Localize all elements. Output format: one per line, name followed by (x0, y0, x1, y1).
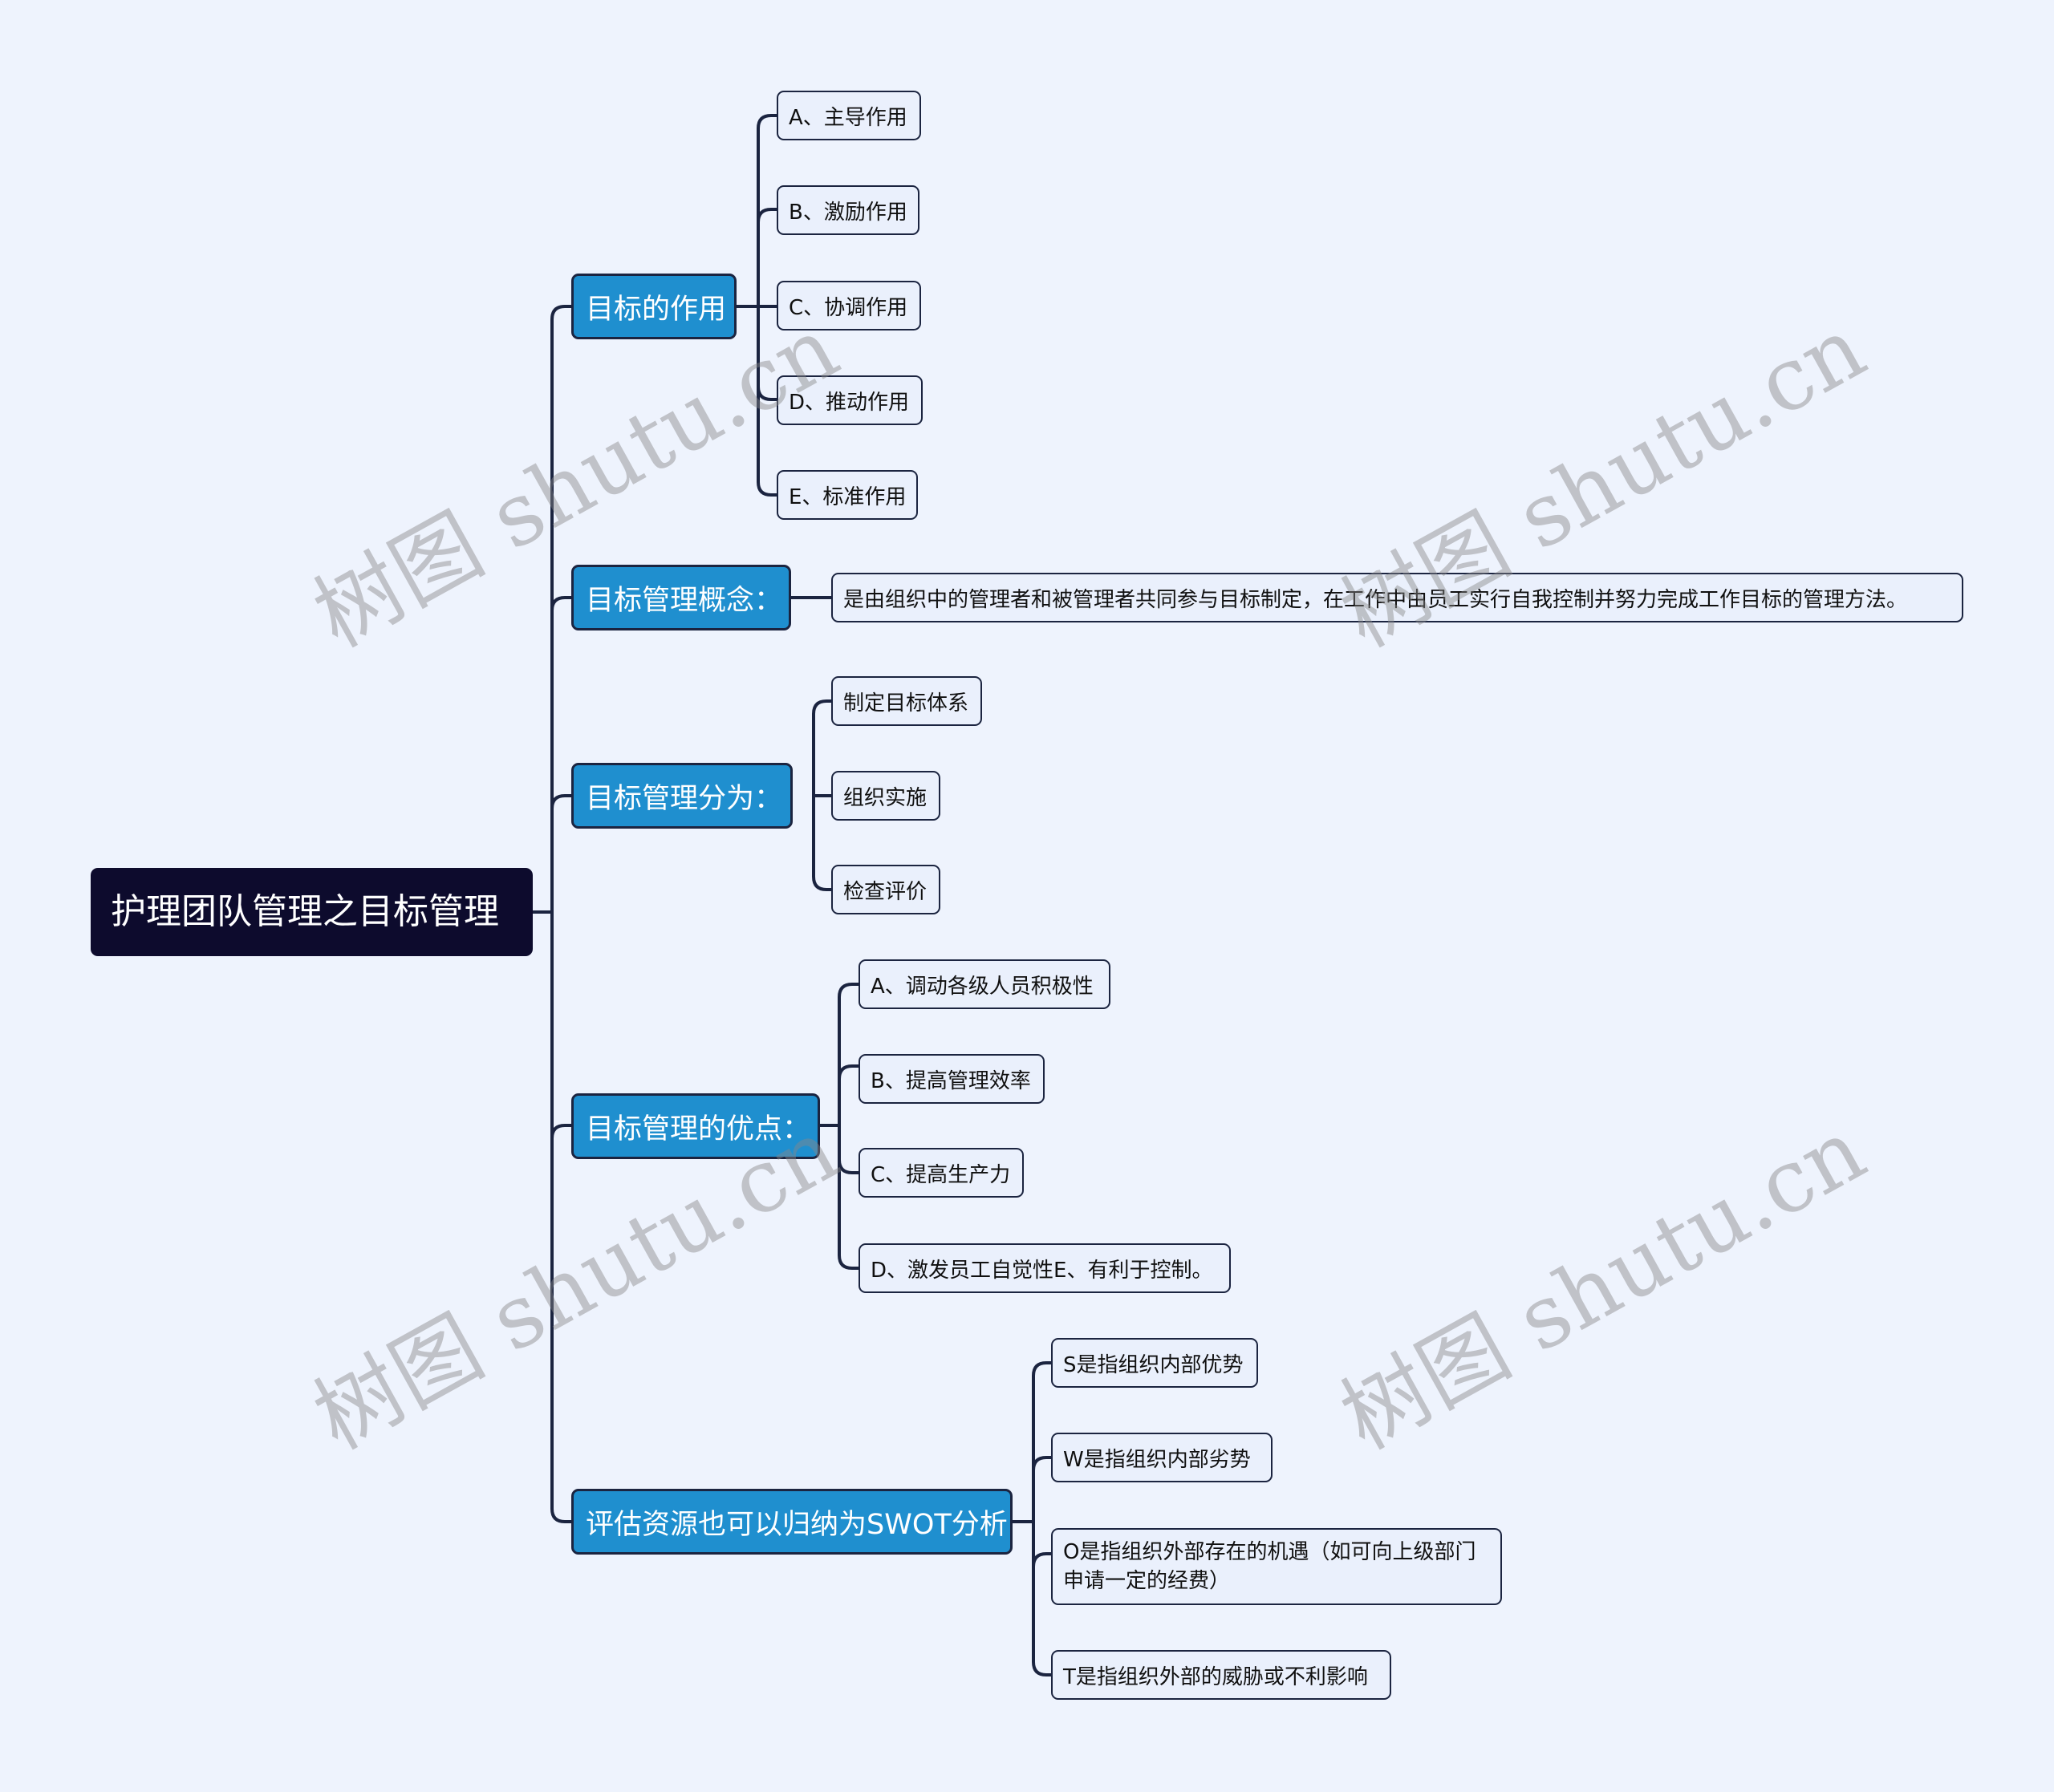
leaf-coordinating-role[interactable]: C、协调作用 (777, 281, 921, 330)
leaf-implementation[interactable]: 组织实施 (831, 771, 940, 821)
leaf-standard-role[interactable]: E、标准作用 (777, 470, 918, 520)
branch-swot[interactable]: 评估资源也可以归纳为SWOT分析 (571, 1489, 1013, 1555)
branch-divided-into[interactable]: 目标管理分为： (571, 763, 793, 829)
leaf-driving-role[interactable]: D、推动作用 (777, 375, 923, 425)
leaf-swot-threats[interactable]: T是指组织外部的威胁或不利影响 (1051, 1650, 1391, 1700)
branch-advantages[interactable]: 目标管理的优点： (571, 1093, 820, 1159)
leaf-swot-weaknesses[interactable]: W是指组织内部劣势 (1051, 1433, 1273, 1482)
leaf-guiding-role[interactable]: A、主导作用 (777, 91, 921, 140)
leaf-advantage-motivation[interactable]: A、调动各级人员积极性 (859, 959, 1110, 1009)
leaf-set-goal-system[interactable]: 制定目标体系 (831, 676, 982, 726)
connector-branch-5 (1011, 1361, 1053, 1676)
root-node[interactable]: 护理团队管理之目标管理 (91, 868, 533, 956)
leaf-concept-definition[interactable]: 是由组织中的管理者和被管理者共同参与目标制定，在工作中由员工实行自我控制并努力完… (831, 573, 1963, 622)
leaf-advantage-efficiency[interactable]: B、提高管理效率 (859, 1054, 1045, 1104)
leaf-swot-strengths[interactable]: S是指组织内部优势 (1051, 1338, 1258, 1388)
connector-branch-1 (735, 114, 778, 497)
leaf-advantage-productivity[interactable]: C、提高生产力 (859, 1148, 1024, 1198)
branch-goal-roles[interactable]: 目标的作用 (571, 274, 737, 339)
leaf-swot-opportunities[interactable]: O是指组织外部存在的机遇（如可向上级部门申请一定的经费） (1051, 1528, 1502, 1605)
connector-branch-4 (818, 983, 860, 1270)
connector-root-trunk (531, 305, 573, 1523)
leaf-evaluation[interactable]: 检查评价 (831, 865, 940, 914)
leaf-advantage-self-control[interactable]: D、激发员工自觉性E、有利于控制。 (859, 1243, 1231, 1293)
connector-branch-3 (812, 699, 833, 891)
branch-concept[interactable]: 目标管理概念： (571, 565, 791, 630)
leaf-motivating-role[interactable]: B、激励作用 (777, 185, 919, 235)
